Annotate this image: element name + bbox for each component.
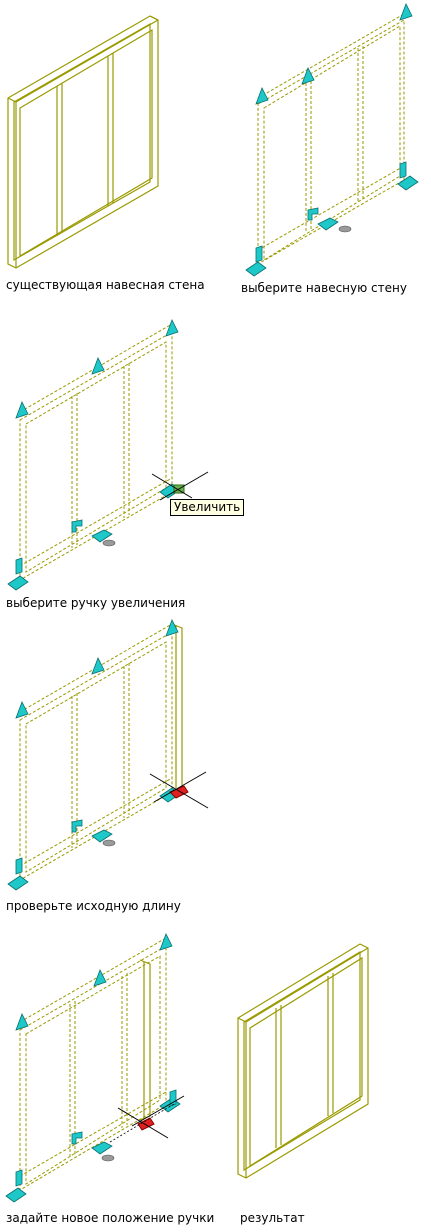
grips-panel-4[interactable] bbox=[7, 619, 181, 891]
caption-existing-wall: существующая навесная стена bbox=[6, 278, 205, 292]
cursor-crosshair bbox=[117, 1095, 185, 1139]
shortened-end-frame bbox=[139, 959, 151, 1121]
wall-grips[interactable] bbox=[245, 3, 419, 277]
caption-select-grip: выберите ручку увеличения bbox=[6, 596, 186, 610]
caption-check-length: проверьте исходную длину bbox=[6, 899, 181, 913]
cursor-crosshair bbox=[151, 471, 209, 501]
caption-set-position: задайте новое положение ручки bbox=[6, 1211, 215, 1225]
existing-curtain-wall bbox=[7, 15, 159, 269]
anchor-marker bbox=[102, 539, 116, 547]
anchor-marker bbox=[101, 1154, 115, 1162]
anchor-marker bbox=[102, 839, 116, 847]
caption-select-wall: выберите навесную стену bbox=[241, 281, 407, 295]
result-curtain-wall bbox=[237, 943, 369, 1179]
anchor-marker bbox=[338, 225, 352, 233]
grips-panel-3[interactable] bbox=[7, 319, 181, 591]
rubber-band-line bbox=[109, 1103, 175, 1143]
original-end-frame bbox=[171, 623, 183, 793]
cursor-crosshair bbox=[149, 771, 209, 809]
selected-curtain-wall bbox=[257, 13, 405, 265]
active-grip[interactable] bbox=[169, 785, 189, 799]
grips-panel-5[interactable] bbox=[5, 933, 181, 1203]
active-grip[interactable] bbox=[137, 1117, 155, 1131]
caption-result: результат bbox=[240, 1211, 305, 1225]
lengthen-tooltip: Увеличить bbox=[170, 499, 245, 516]
